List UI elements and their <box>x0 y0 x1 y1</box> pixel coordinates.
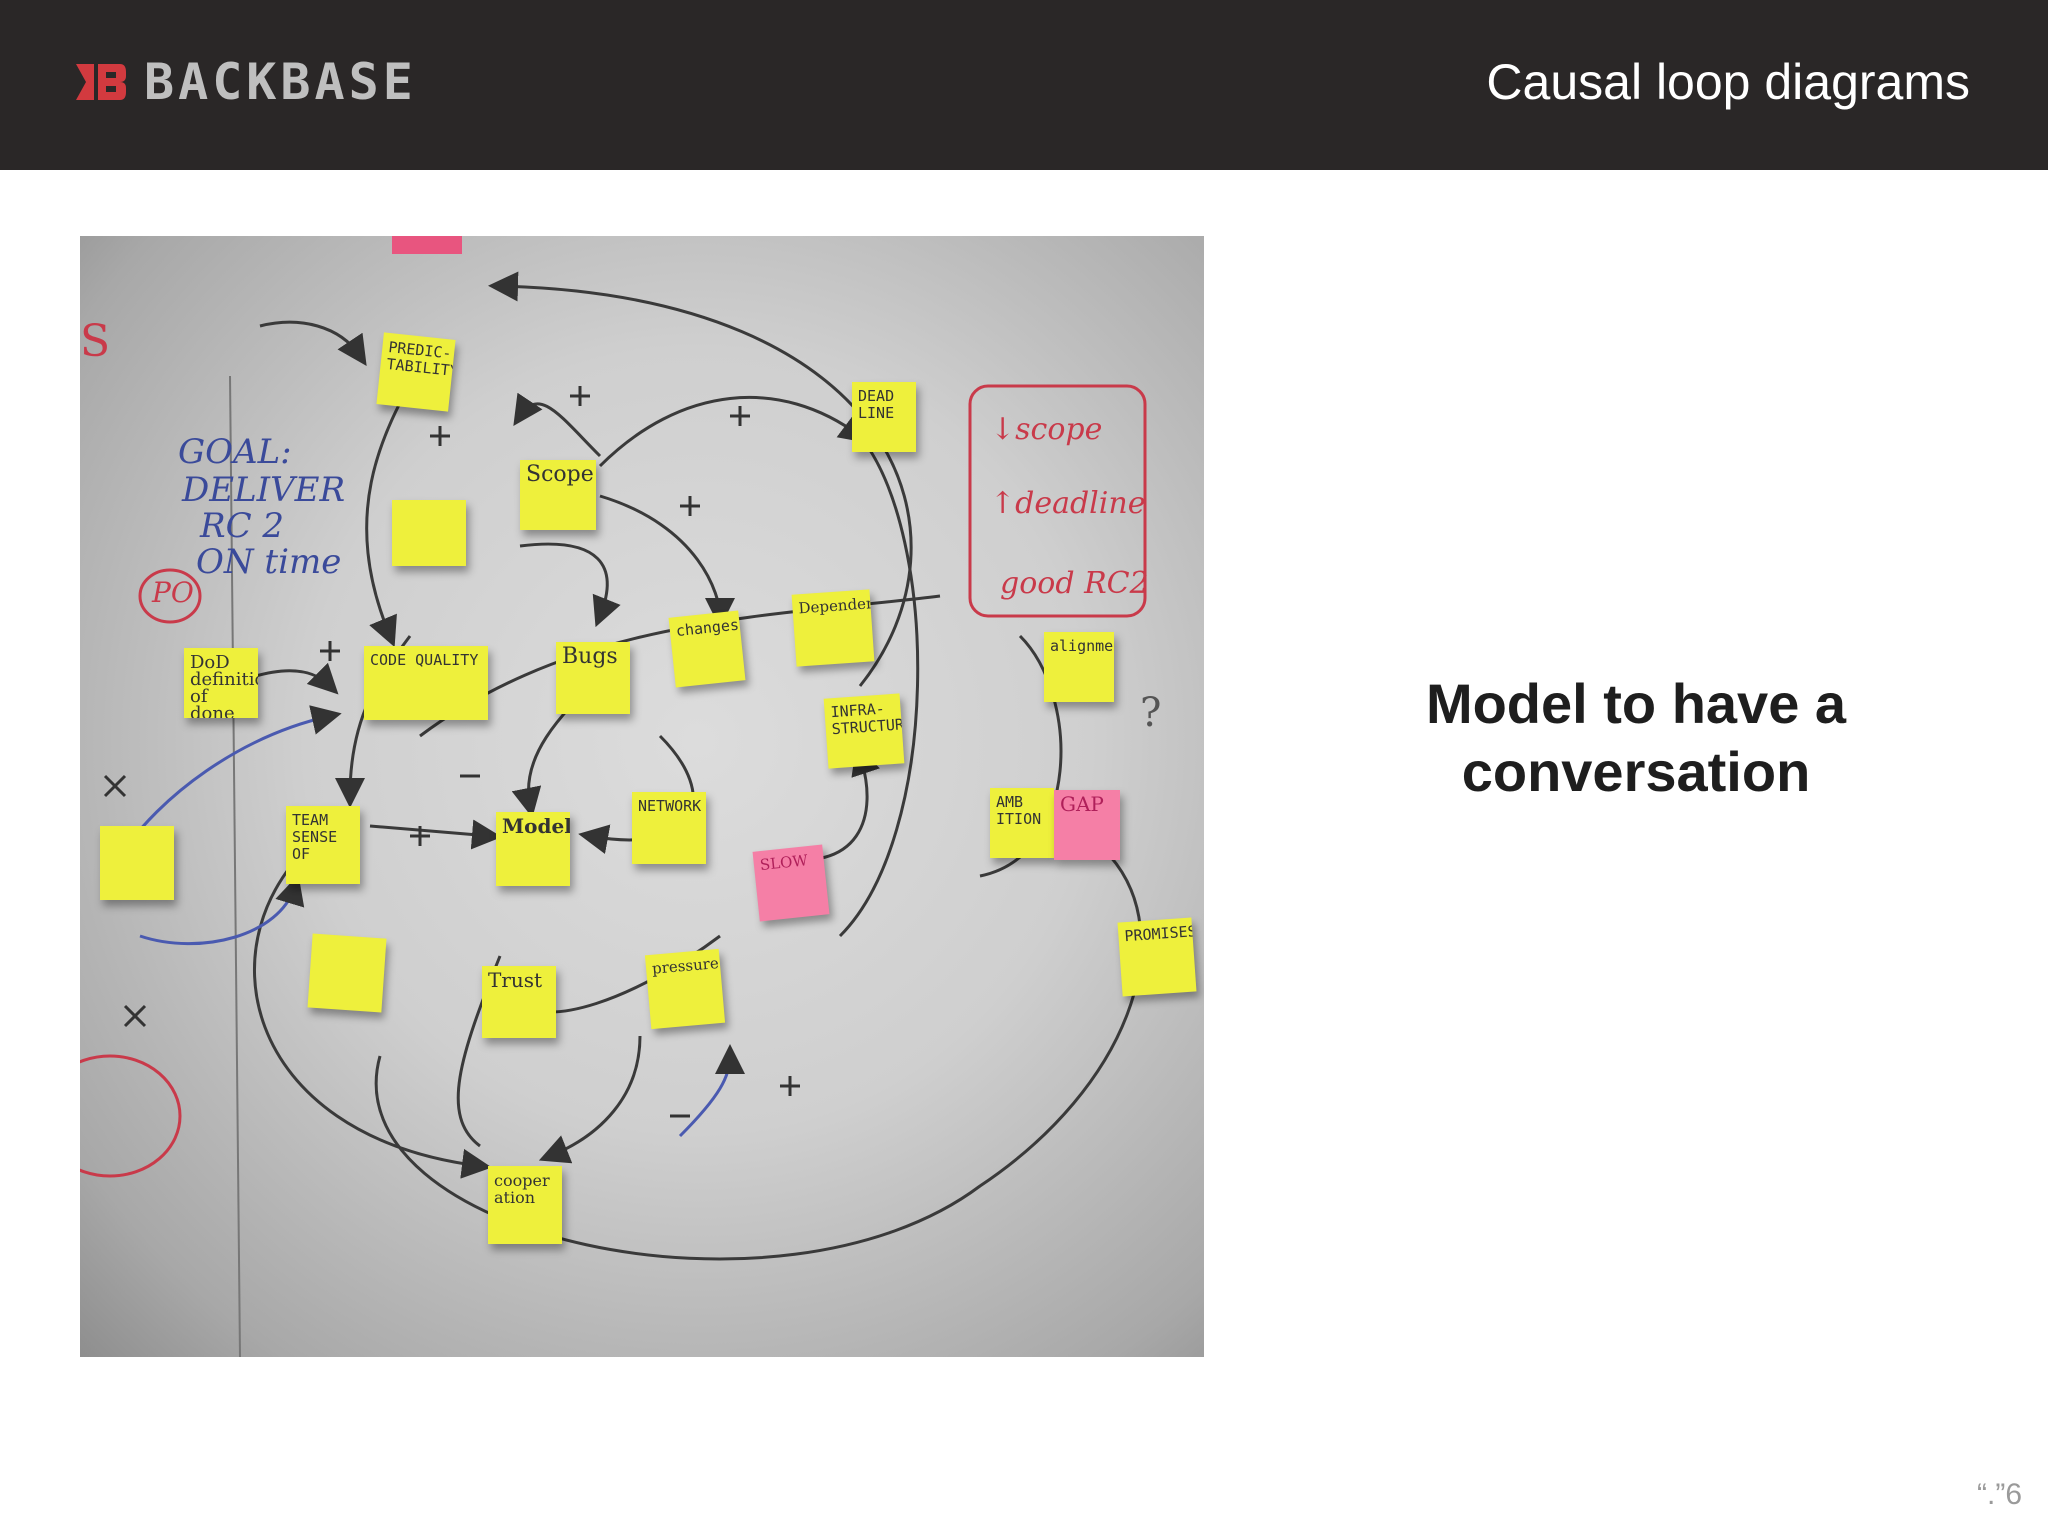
logo-text: BACKBASE <box>144 53 417 111</box>
backbase-logo: BACKBASE <box>74 53 417 111</box>
sticky-changes: changes <box>668 610 746 688</box>
whiteboard-photo: ? S GOAL: DELIVER RC 2 ON time ↓scope ↑d… <box>80 236 1204 1357</box>
svg-text:S: S <box>80 316 110 367</box>
po-label: PO <box>152 576 194 609</box>
goal-line-on-time: ON time <box>196 542 342 582</box>
sticky-deadline: DEAD LINE <box>852 382 916 452</box>
sticky-certainty <box>307 933 387 1013</box>
sticky-gap: GAP <box>1054 790 1120 860</box>
sticky-predictability: PREDIC-TABILITY <box>376 332 456 412</box>
sticky-infrastructure: INFRA-STRUCTURE <box>823 693 905 769</box>
slide-subtitle: Model to have a conversation <box>1425 672 1847 803</box>
sticky-team-sense: TEAM SENSE OF <box>286 806 360 884</box>
svg-text:?: ? <box>1140 690 1161 736</box>
scope-box-line-3: good RC2 <box>1000 566 1149 601</box>
sticky-cooperation: cooper ation <box>488 1166 562 1244</box>
sticky-slow: SLOW <box>752 844 830 922</box>
sticky-model: Model <box>496 812 570 886</box>
sticky-scope: Scope <box>520 460 596 530</box>
sticky-trust: Trust <box>482 966 556 1038</box>
goal-heading: GOAL: <box>178 432 292 472</box>
scope-box-line-2: ↑deadline <box>990 486 1146 521</box>
slide-title: Causal loop diagrams <box>1486 54 1970 110</box>
sticky-blank <box>392 500 466 566</box>
sticky-pressure: pressure <box>644 948 726 1030</box>
goal-line-deliver: DELIVER <box>182 470 346 510</box>
page-number: “.”6 <box>1977 1478 2022 1511</box>
sticky-bugs: Bugs <box>556 642 630 714</box>
sticky-network: NETWORK <box>632 792 706 864</box>
sticky-external <box>100 826 174 900</box>
scope-box-line-1: ↓scope <box>990 412 1103 447</box>
backbase-mark-icon <box>76 64 126 100</box>
sticky-dependence: Dependence <box>791 589 875 667</box>
sticky-alignment: alignment <box>1044 632 1114 702</box>
sticky-dod: DoD definition of done <box>184 648 258 718</box>
sticky-promises: PROMISES <box>1117 917 1197 997</box>
sticky-code-quality: CODE QUALITY <box>364 646 488 720</box>
slide-header: BACKBASE Causal loop diagrams <box>0 0 2048 170</box>
goal-line-rc2: RC 2 <box>200 506 285 546</box>
sticky-ambition: AMB ITION <box>990 788 1054 858</box>
